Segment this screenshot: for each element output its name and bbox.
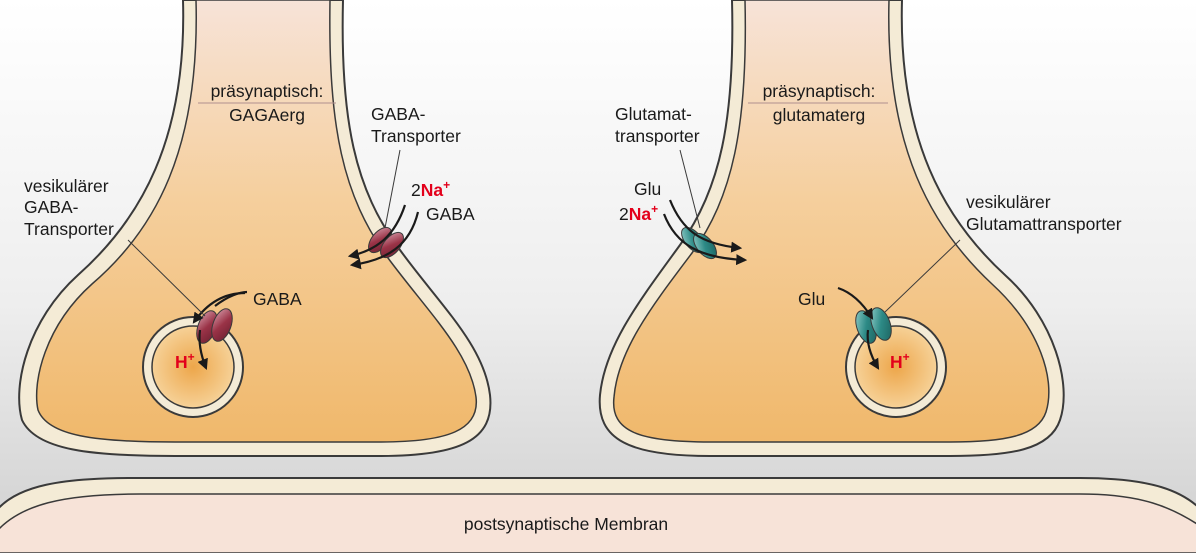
left-vesicle-lumen bbox=[151, 325, 235, 409]
postsynaptic-label: postsynaptische Membran bbox=[464, 514, 668, 534]
right-membrane-arrow-2 bbox=[662, 213, 748, 266]
right-vesicular-arrow-h bbox=[866, 329, 880, 370]
left-vesicular-label-line1: vesikulärer bbox=[24, 176, 109, 196]
postsynaptic-cytoplasm bbox=[0, 493, 1196, 553]
left-vesicular-label-line2: GABA- bbox=[24, 197, 79, 217]
right-title-line1: präsynaptisch: bbox=[763, 81, 876, 101]
left-membrane-substrate: GABA bbox=[426, 204, 475, 224]
right-vesicular-label-line2: Glutamattransporter bbox=[966, 214, 1122, 234]
left-vesicular-leader bbox=[127, 239, 206, 317]
left-vesicular-ion: H+ bbox=[175, 350, 195, 372]
right-vesicular-substrate: Glu bbox=[798, 289, 825, 309]
right-membrane-label-line1: Glutamat- bbox=[615, 104, 692, 124]
right-vesicular-leader bbox=[884, 239, 961, 313]
left-membrane-ion: 2Na+ bbox=[411, 178, 450, 200]
left-vesicular-label-line3: Transporter bbox=[24, 219, 114, 239]
right-membrane-substrate: Glu bbox=[634, 179, 661, 199]
left-membrane-arrow-2 bbox=[349, 211, 420, 270]
left-membrane-label-line1: GABA- bbox=[371, 104, 426, 124]
right-vesicular-ion: H+ bbox=[890, 350, 910, 372]
left-vesicular-arrow-h bbox=[199, 290, 248, 368]
postsynaptic-cell: postsynaptische Membran bbox=[0, 477, 1196, 553]
right-membrane-ion: 2Na+ bbox=[619, 202, 658, 224]
left-title-line2: GAGAerg bbox=[229, 105, 305, 125]
left-membrane-leader bbox=[384, 149, 401, 229]
right-presynaptic-terminal: präsynaptisch: glutamaterg Glu H+ vesiku… bbox=[598, 0, 1122, 457]
right-membrane-leader bbox=[679, 149, 701, 229]
left-membrane-label-line2: Transporter bbox=[371, 126, 461, 146]
right-membrane-label-line2: transporter bbox=[615, 126, 700, 146]
left-vesicular-substrate: GABA bbox=[253, 289, 302, 309]
right-vesicular-label-line1: vesikulärer bbox=[966, 192, 1051, 212]
right-vesicle-lumen bbox=[854, 325, 938, 409]
left-membrane-arrow-1 bbox=[347, 204, 407, 260]
left-title-line1: präsynaptisch: bbox=[211, 81, 324, 101]
right-vesicular-arrow-glu bbox=[837, 286, 874, 320]
right-membrane-arrow-1 bbox=[668, 199, 743, 253]
left-presynaptic-terminal: präsynaptisch: GAGAerg GABA H+ vesikulär… bbox=[18, 0, 492, 457]
right-title-line2: glutamaterg bbox=[773, 105, 865, 125]
